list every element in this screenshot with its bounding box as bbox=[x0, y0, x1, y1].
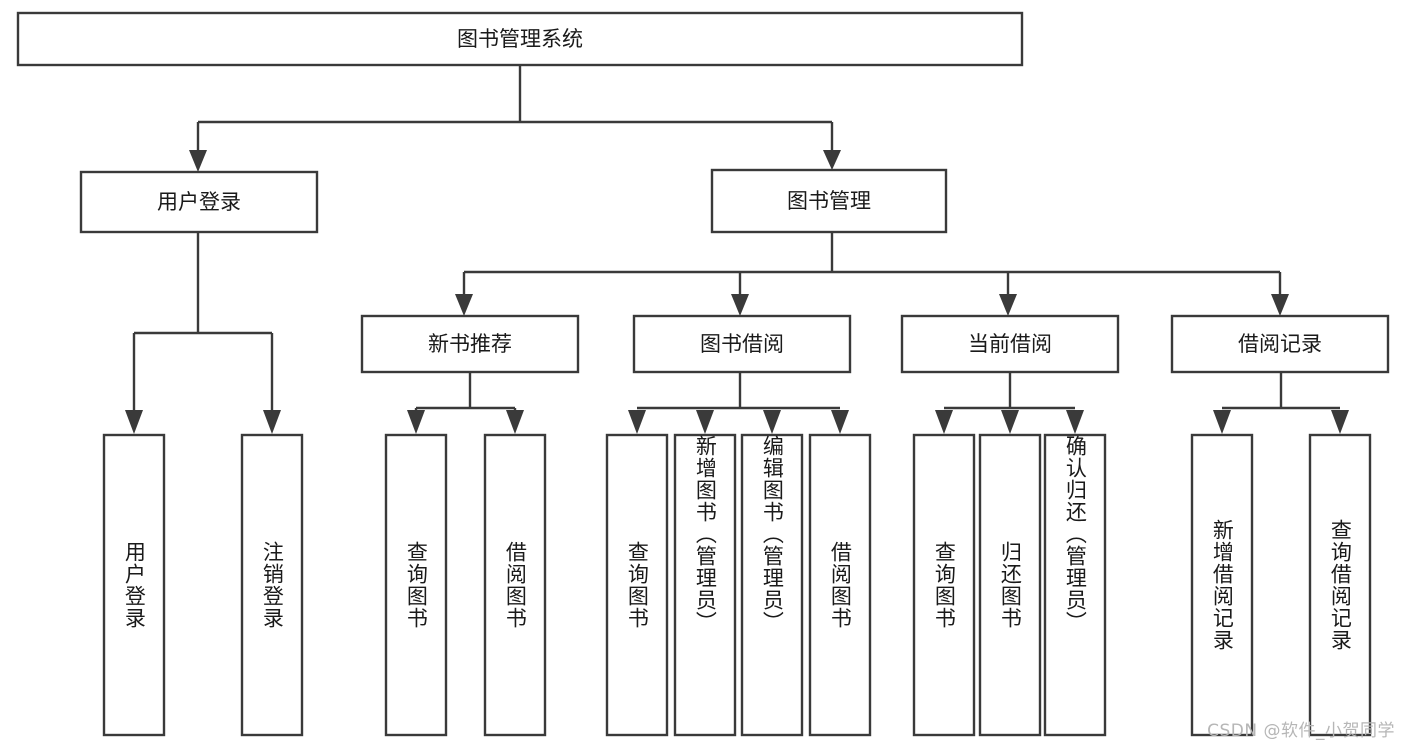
arrowhead-leaf-confirm-return bbox=[1066, 410, 1084, 434]
arrowhead-leaf-borrow-book-2 bbox=[831, 410, 849, 434]
node-book-manage-label: 图书管理 bbox=[787, 189, 871, 213]
arrowhead-leaf-query-book-2 bbox=[628, 410, 646, 434]
leaf-boxes[interactable] bbox=[102, 433, 1372, 737]
node-borrow-record[interactable]: 借阅记录 bbox=[1170, 314, 1390, 374]
arrowhead-user-login bbox=[189, 150, 207, 172]
arrowhead-leaf-add-record bbox=[1213, 410, 1231, 434]
edges-user-login-to-leaves bbox=[125, 232, 281, 434]
edges-current-borrow-to-leaves bbox=[935, 372, 1084, 434]
node-root-label: 图书管理系统 bbox=[457, 27, 583, 51]
node-leaf-query-book-2-box[interactable] bbox=[605, 433, 669, 737]
arrowhead-leaf-query-book-3 bbox=[935, 410, 953, 434]
node-leaf-borrow-book-1-box[interactable] bbox=[483, 433, 547, 737]
node-leaf-confirm-return-box[interactable] bbox=[1043, 433, 1107, 737]
arrowhead-leaf-add-book bbox=[696, 410, 714, 434]
node-new-book-recommend-label: 新书推荐 bbox=[428, 332, 512, 356]
arrowhead-current-borrow bbox=[999, 294, 1017, 316]
arrowhead-leaf-query-record bbox=[1331, 410, 1349, 434]
arrowhead-leaf-user-login bbox=[125, 410, 143, 434]
node-leaf-return-book-box[interactable] bbox=[978, 433, 1042, 737]
arrowhead-borrow-record bbox=[1271, 294, 1289, 316]
node-leaf-query-book-3-box[interactable] bbox=[912, 433, 976, 737]
node-leaf-query-book-1-box[interactable] bbox=[384, 433, 448, 737]
edges-new-book-recommend-to-leaves bbox=[407, 372, 524, 434]
arrowhead-leaf-logout bbox=[263, 410, 281, 434]
node-borrow-record-box[interactable] bbox=[1170, 314, 1390, 374]
node-leaf-query-record-box[interactable] bbox=[1308, 433, 1372, 737]
arrowhead-leaf-borrow-book-1 bbox=[506, 410, 524, 434]
arrowhead-leaf-return-book bbox=[1001, 410, 1019, 434]
node-current-borrow-label: 当前借阅 bbox=[968, 332, 1052, 356]
edges-borrow-record-to-leaves bbox=[1213, 372, 1349, 434]
node-new-book-recommend-box[interactable] bbox=[360, 314, 580, 374]
node-book-borrow-label: 图书借阅 bbox=[700, 332, 784, 356]
node-book-manage[interactable]: 图书管理 bbox=[710, 168, 948, 234]
arrowhead-new-book-recommend bbox=[455, 294, 473, 316]
node-book-borrow-box[interactable] bbox=[632, 314, 852, 374]
arrowhead-leaf-query-book-1 bbox=[407, 410, 425, 434]
arrowhead-book-manage bbox=[823, 150, 841, 170]
node-user-login[interactable]: 用户登录 bbox=[79, 170, 319, 234]
arrowhead-leaf-edit-book bbox=[763, 410, 781, 434]
node-leaf-user-login-box[interactable] bbox=[102, 433, 166, 737]
node-leaf-add-record-box[interactable] bbox=[1190, 433, 1254, 737]
node-leaf-borrow-book-2-box[interactable] bbox=[808, 433, 872, 737]
node-leaf-add-book-box[interactable] bbox=[673, 433, 737, 737]
node-book-manage-box[interactable] bbox=[710, 168, 948, 234]
node-user-login-box[interactable] bbox=[79, 170, 319, 234]
node-root[interactable]: 图书管理系统 bbox=[16, 11, 1024, 67]
edges-book-manage-to-level2 bbox=[455, 232, 1289, 316]
node-current-borrow[interactable]: 当前借阅 bbox=[900, 314, 1120, 374]
node-borrow-record-label: 借阅记录 bbox=[1238, 332, 1322, 356]
edges-book-borrow-to-leaves bbox=[628, 372, 849, 434]
arrowhead-book-borrow bbox=[731, 294, 749, 316]
node-root-box[interactable] bbox=[16, 11, 1024, 67]
node-user-login-label: 用户登录 bbox=[157, 190, 241, 214]
edges-root-to-level1 bbox=[189, 65, 841, 172]
node-new-book-recommend[interactable]: 新书推荐 bbox=[360, 314, 580, 374]
node-leaf-logout-box[interactable] bbox=[240, 433, 304, 737]
node-current-borrow-box[interactable] bbox=[900, 314, 1120, 374]
node-book-borrow[interactable]: 图书借阅 bbox=[632, 314, 852, 374]
node-leaf-edit-book-box[interactable] bbox=[740, 433, 804, 737]
